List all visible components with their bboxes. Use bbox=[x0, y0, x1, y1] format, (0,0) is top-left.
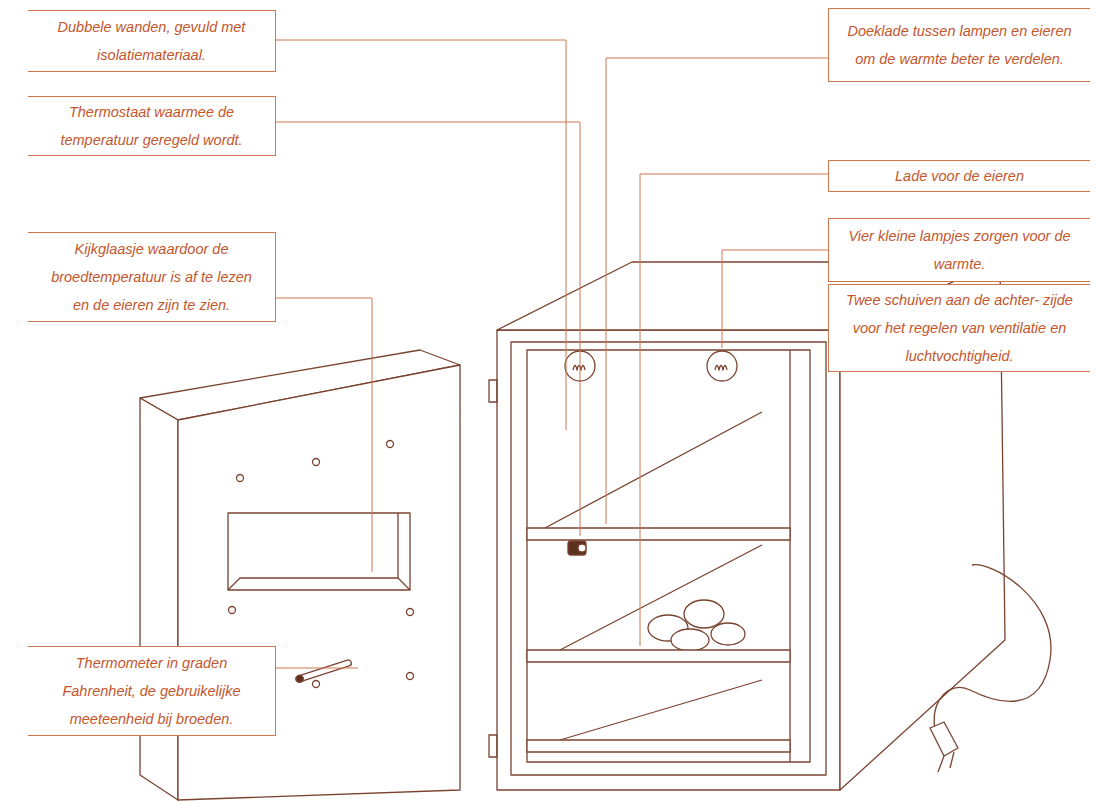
egg-tray bbox=[527, 650, 790, 662]
callout-box: Vier kleine lampjes zorgen voor de warmt… bbox=[828, 218, 1090, 282]
callout-text: Thermometer in graden Fahrenheit, de geb… bbox=[28, 649, 275, 733]
callout-box: Lade voor de eieren bbox=[828, 160, 1090, 192]
power-cord bbox=[934, 565, 1051, 730]
callout-text: Doeklade tussen lampen en eieren om de w… bbox=[829, 17, 1090, 73]
egg bbox=[684, 600, 724, 628]
cabinet-front bbox=[497, 330, 840, 790]
lamp bbox=[707, 351, 737, 381]
tray-side bbox=[545, 412, 762, 528]
callout-text: Lade voor de eieren bbox=[881, 162, 1038, 190]
leader-line bbox=[276, 40, 566, 430]
hinge bbox=[489, 380, 497, 402]
callout-box: Thermometer in graden Fahrenheit, de geb… bbox=[28, 646, 276, 736]
leader-line bbox=[722, 250, 828, 348]
callout-text: Kijkglaasje waardoor de broedtemperatuur… bbox=[28, 235, 275, 319]
bottom-shelf-side bbox=[560, 680, 762, 740]
cloth-tray bbox=[527, 528, 790, 540]
lamp-filament bbox=[715, 366, 727, 371]
leader-line bbox=[640, 174, 828, 646]
interior-wall bbox=[789, 350, 790, 762]
leader-line bbox=[606, 58, 828, 524]
sight-window bbox=[228, 513, 410, 590]
door-side-edge bbox=[140, 398, 178, 800]
thermostat-knob bbox=[578, 544, 586, 552]
door-frame bbox=[511, 342, 826, 775]
callout-box: Doeklade tussen lampen en eieren om de w… bbox=[828, 8, 1090, 82]
egg bbox=[671, 629, 709, 651]
callout-text: Dubbele wanden, gevuld met isolatiemater… bbox=[28, 13, 275, 69]
interior-opening bbox=[527, 350, 810, 762]
callout-text: Thermostaat waarmee de temperatuur gereg… bbox=[28, 98, 275, 154]
hinge bbox=[489, 735, 497, 757]
plug bbox=[930, 722, 958, 756]
thermometer bbox=[295, 659, 352, 684]
callout-text: Vier kleine lampjes zorgen voor de warmt… bbox=[829, 222, 1090, 278]
plug-pin bbox=[950, 752, 954, 768]
callout-text: Twee schuiven aan de achter- zijde voor … bbox=[829, 286, 1090, 370]
plug-pin bbox=[938, 756, 944, 772]
window-recess bbox=[398, 578, 410, 590]
leader-line bbox=[276, 298, 372, 572]
egg-tray-side bbox=[560, 545, 762, 650]
callout-box: Dubbele wanden, gevuld met isolatiemater… bbox=[28, 10, 276, 72]
lamp-filament bbox=[573, 366, 585, 371]
bottom-shelf bbox=[527, 740, 790, 752]
leader-line bbox=[276, 122, 580, 536]
thermostat bbox=[568, 541, 586, 555]
callout-box: Thermostaat waarmee de temperatuur gereg… bbox=[28, 96, 276, 156]
leader-line bbox=[276, 668, 358, 669]
callout-box: Twee schuiven aan de achter- zijde voor … bbox=[828, 284, 1090, 372]
callout-box: Kijkglaasje waardoor de broedtemperatuur… bbox=[28, 232, 276, 322]
egg bbox=[711, 623, 745, 645]
